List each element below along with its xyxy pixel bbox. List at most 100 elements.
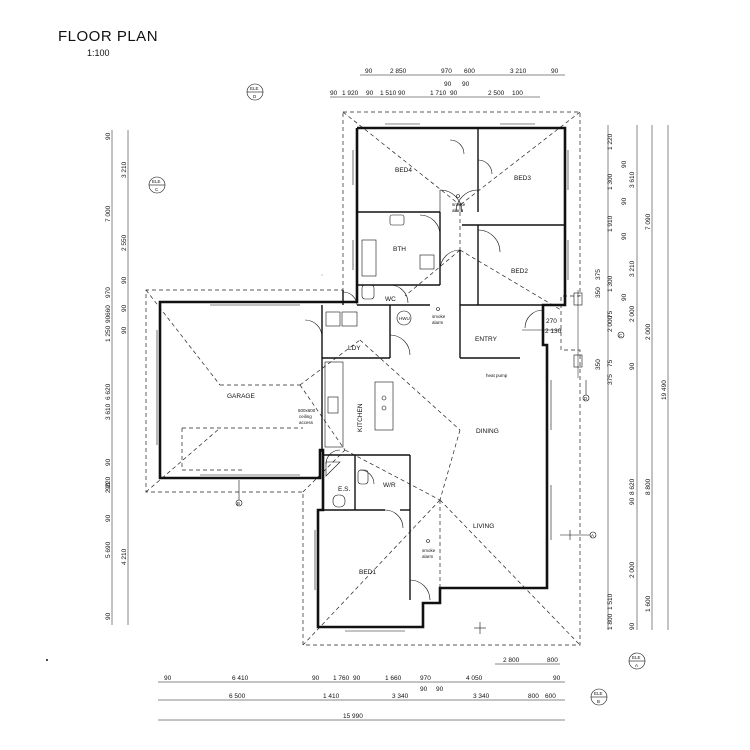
- svg-text:15 990: 15 990: [343, 713, 363, 720]
- elevation-marker-d: ELE D: [246, 83, 264, 101]
- room-label-wc: WC: [385, 296, 396, 303]
- svg-text:90: 90: [553, 675, 561, 682]
- svg-text:2 000: 2 000: [607, 315, 614, 332]
- svg-text:90: 90: [365, 68, 373, 75]
- svg-text:2 000: 2 000: [629, 305, 636, 322]
- svg-text:90: 90: [420, 686, 428, 693]
- svg-text:90: 90: [312, 675, 320, 682]
- elevation-marker-c: ELE C: [148, 176, 166, 194]
- room-label-kitchen: KITCHEN: [357, 403, 364, 432]
- svg-text:90: 90: [105, 482, 112, 490]
- svg-text:ELE: ELE: [594, 691, 603, 696]
- smoke-alarm-note: smoke: [432, 314, 446, 319]
- svg-text:2 000: 2 000: [645, 323, 652, 340]
- smoke-alarm-note: smoke: [422, 548, 436, 553]
- svg-text:2 130: 2 130: [545, 328, 562, 335]
- svg-text:1 800: 1 800: [607, 613, 614, 630]
- elevation-marker-b: ELE B: [590, 688, 608, 706]
- svg-text:2 850: 2 850: [390, 68, 407, 75]
- svg-text:600: 600: [545, 693, 556, 700]
- svg-text:6 500: 6 500: [229, 693, 246, 700]
- dims-right: 1 220 1 300 1 910 1 300 2 000 350 375 1 …: [595, 133, 668, 630]
- svg-text:90: 90: [450, 90, 458, 97]
- room-label-bed3: BED3: [514, 175, 531, 182]
- smoke-alarm-note: alarm: [432, 320, 444, 325]
- room-label-living: LIVING: [473, 523, 494, 530]
- svg-text:90: 90: [436, 686, 444, 693]
- svg-text:660: 660: [105, 305, 112, 316]
- svg-text:19 490: 19 490: [661, 380, 668, 400]
- svg-text:90: 90: [398, 90, 406, 97]
- svg-text:1 760: 1 760: [333, 675, 350, 682]
- svg-text:90: 90: [629, 622, 636, 630]
- svg-text:1 920: 1 920: [342, 90, 359, 97]
- svg-text:1 300: 1 300: [607, 173, 614, 190]
- svg-text:90: 90: [105, 315, 112, 323]
- room-label-ldy: LDY: [348, 345, 361, 352]
- ceiling-access-note: 600x600: [298, 408, 316, 413]
- svg-text:970: 970: [105, 287, 112, 298]
- room-labels: BED4 BED3 BTH BED2 WC LDY ENTRY GARAGE K…: [227, 167, 531, 576]
- svg-text:90: 90: [629, 497, 636, 505]
- svg-text:970: 970: [441, 68, 452, 75]
- svg-text:90: 90: [353, 675, 361, 682]
- svg-text:90: 90: [121, 276, 128, 284]
- svg-text:A: A: [591, 533, 594, 538]
- svg-text:A: A: [635, 663, 638, 668]
- smoke-alarm-note: smoke: [452, 202, 466, 207]
- room-label-es: E.S.: [338, 486, 350, 493]
- svg-text:ELE: ELE: [250, 86, 259, 91]
- plan-dot: [46, 659, 48, 661]
- svg-text:90: 90: [121, 304, 128, 312]
- svg-text:2 220: 2 220: [105, 476, 112, 493]
- dims-left: 7 000 6 620 5 690 3 210 2 550 970 660 1 …: [105, 132, 128, 620]
- svg-text:3 340: 3 340: [392, 693, 409, 700]
- svg-text:1 600: 1 600: [645, 595, 652, 612]
- svg-text:3 210: 3 210: [121, 161, 128, 178]
- svg-text:90: 90: [105, 612, 112, 620]
- svg-text:90: 90: [551, 68, 559, 75]
- svg-text:1 710: 1 710: [430, 90, 447, 97]
- elevation-marker-a: ELE A: [628, 652, 646, 670]
- svg-text:6 620: 6 620: [105, 383, 112, 400]
- svg-text:90: 90: [621, 293, 628, 301]
- svg-text:1 660: 1 660: [385, 675, 402, 682]
- svg-text:2 550: 2 550: [121, 234, 128, 251]
- svg-text:90: 90: [164, 675, 172, 682]
- internal-walls: [321, 128, 565, 600]
- svg-text:375: 375: [595, 269, 602, 280]
- svg-text:90: 90: [629, 362, 636, 370]
- svg-text:3 340: 3 340: [473, 693, 490, 700]
- windows: [156, 123, 569, 632]
- heat-pump-note: heat pump: [486, 373, 508, 378]
- svg-text:2 500: 2 500: [488, 90, 505, 97]
- svg-text:B: B: [237, 501, 240, 506]
- svg-text:1 510: 1 510: [607, 593, 614, 610]
- svg-text:90: 90: [444, 81, 452, 88]
- svg-text:8 620: 8 620: [629, 478, 636, 495]
- smoke-alarm-note: alarm: [452, 208, 464, 213]
- page-title: FLOOR PLAN: [58, 28, 159, 45]
- smoke-alarm-note: alarm: [422, 554, 434, 559]
- svg-text:75: 75: [607, 359, 614, 367]
- svg-text:90: 90: [105, 458, 112, 466]
- svg-text:90: 90: [621, 197, 628, 205]
- svg-text:B: B: [597, 699, 600, 704]
- hot-water-unit-label: HWU: [399, 316, 410, 321]
- svg-text:1 910: 1 910: [607, 215, 614, 232]
- svg-text:C: C: [619, 333, 623, 338]
- svg-text:D: D: [584, 396, 588, 401]
- room-label-bath: BTH: [393, 246, 406, 253]
- svg-text:350: 350: [595, 287, 602, 298]
- svg-text:90: 90: [462, 81, 470, 88]
- dims-bottom: 2 800 800 90 6 410 90 1 760 90 1 660 970…: [164, 657, 561, 720]
- svg-text:1 510: 1 510: [380, 90, 397, 97]
- svg-text:2 000: 2 000: [629, 561, 636, 578]
- svg-text:1 220: 1 220: [607, 133, 614, 150]
- svg-text:90: 90: [105, 132, 112, 140]
- svg-text:4 050: 4 050: [466, 675, 483, 682]
- svg-text:3 210: 3 210: [510, 68, 527, 75]
- svg-text:350: 350: [595, 359, 602, 370]
- svg-text:90: 90: [121, 326, 128, 334]
